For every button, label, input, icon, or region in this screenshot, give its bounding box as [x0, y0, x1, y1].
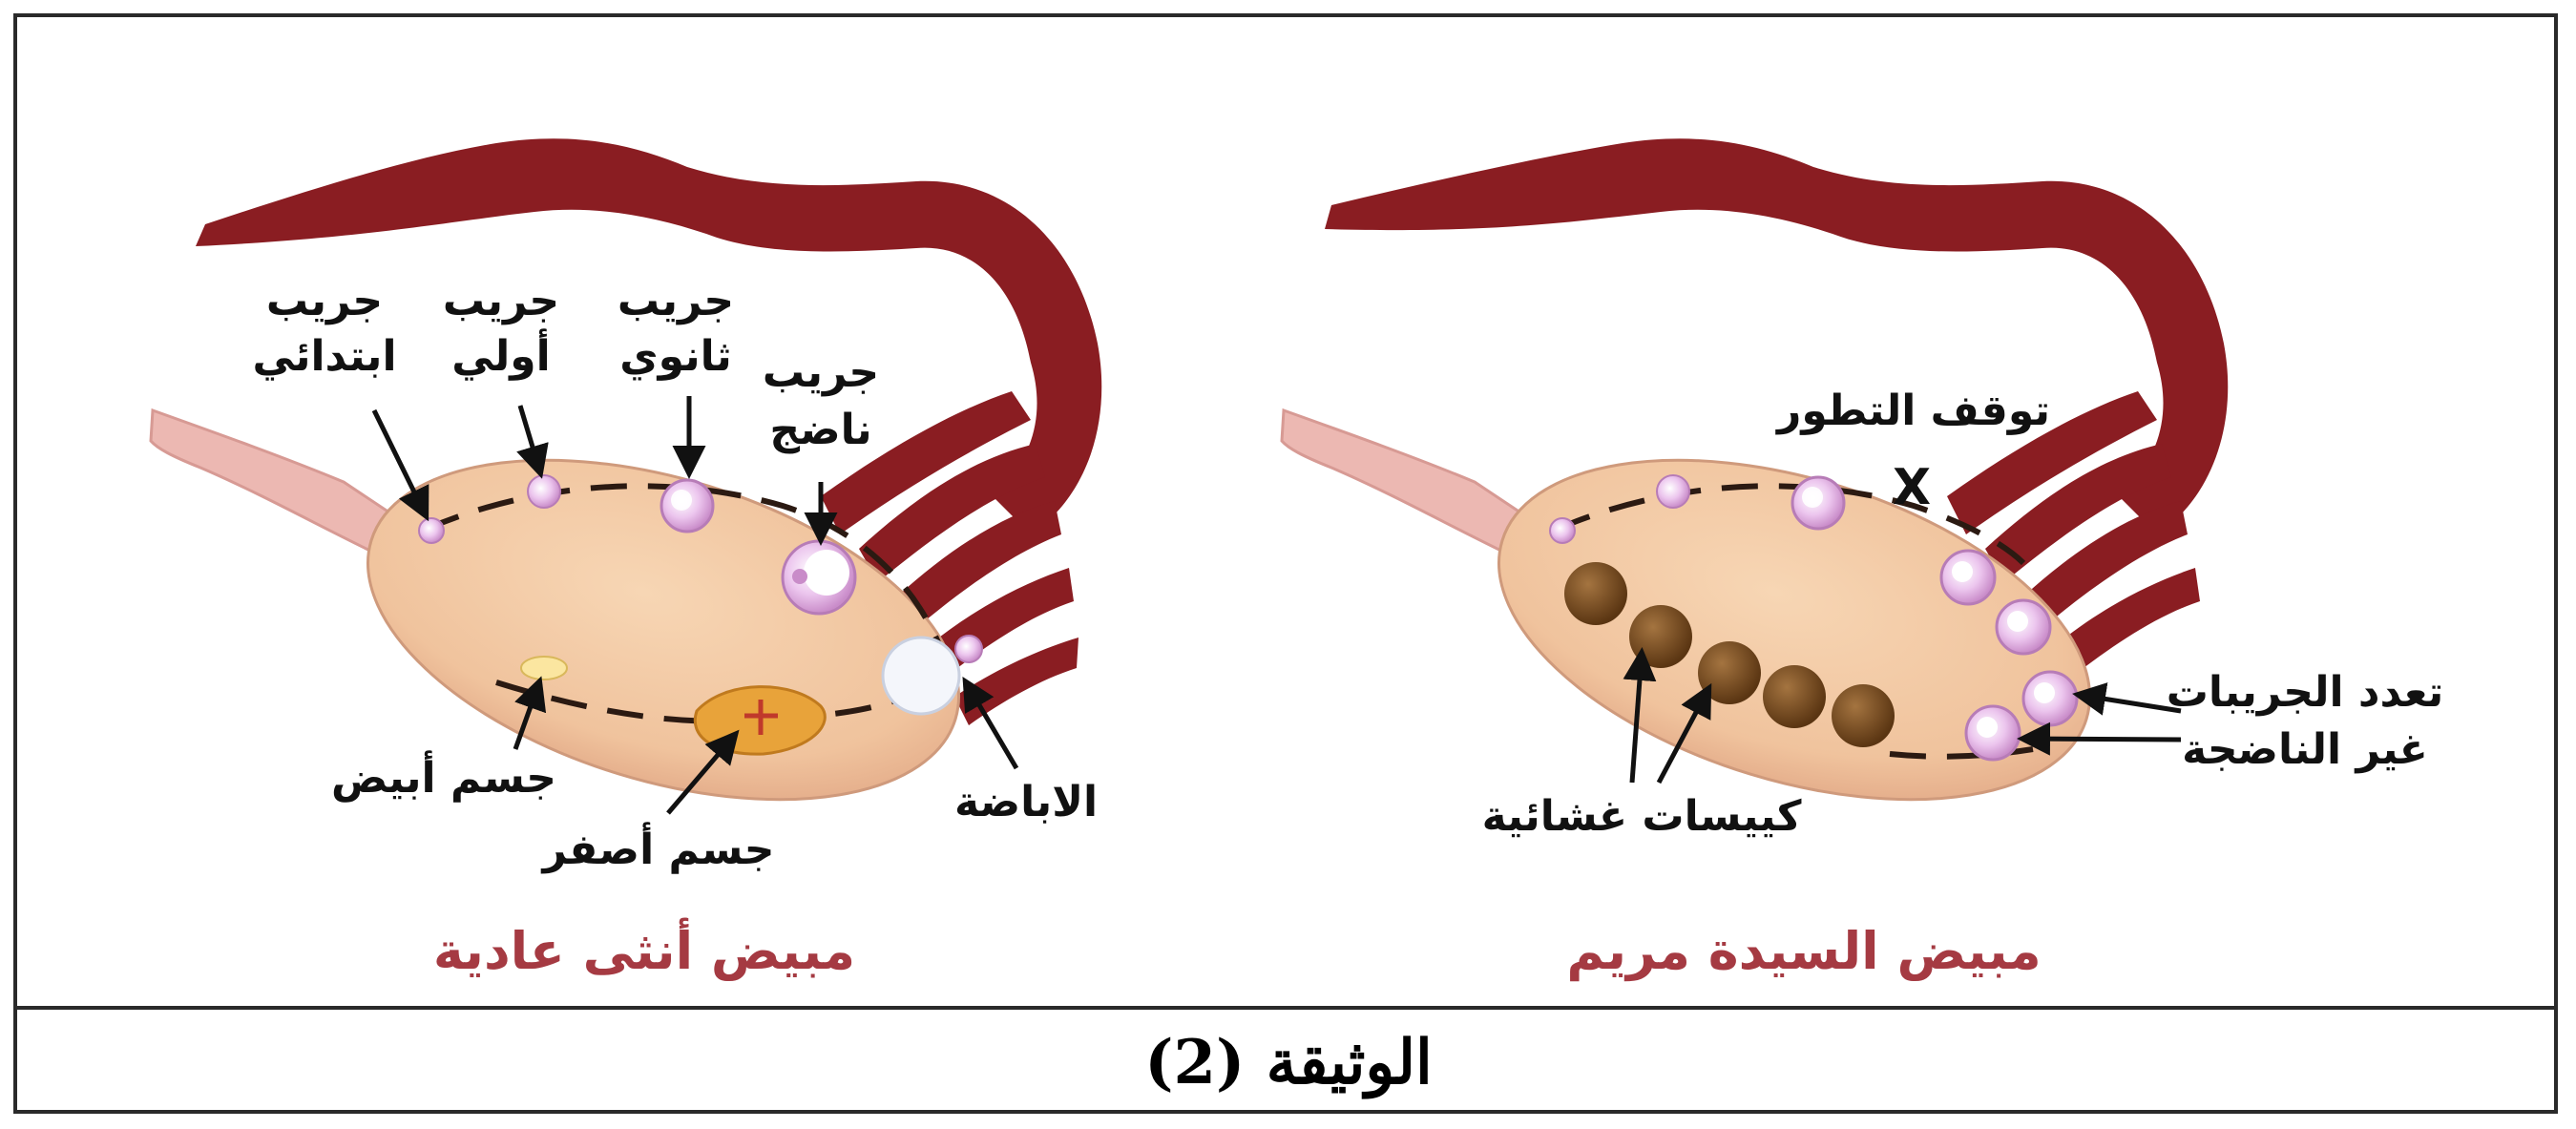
- label-primordial-follicle-1: جريب: [266, 277, 383, 325]
- arrest-x-mark: X: [1893, 459, 1931, 516]
- label-mature-follicle-2: ناضج: [769, 406, 871, 454]
- label-corpus-luteum: جسم أصفر: [541, 822, 775, 874]
- caption-normal-ovary: مبيض أنثى عادية: [433, 917, 855, 982]
- released-oocyte: [955, 636, 982, 662]
- label-multiple-follicles-2: غير الناضجة: [2182, 725, 2428, 774]
- corpus-albicans: [521, 657, 567, 679]
- label-mature-follicle-1: جريب: [763, 348, 879, 397]
- document-title: الوثيقة (2): [1144, 1027, 1433, 1099]
- cyst: [1832, 684, 1895, 747]
- patient-secondary-antrum: [1802, 487, 1823, 508]
- patient-primordial-follicle: [1550, 518, 1575, 543]
- patient-ovarian-ligament: [1282, 410, 1532, 563]
- patient-ovary-panel: X توقف التطور تعدد الجريبات غير الناضجة …: [1282, 138, 2443, 982]
- primordial-follicle: [419, 518, 444, 543]
- label-corpus-albicans: جسم أبيض: [331, 750, 556, 803]
- caption-patient-ovary: مبيض السيدة مريم: [1566, 921, 2041, 982]
- mature-follicle-oocyte: [792, 569, 807, 584]
- label-secondary-follicle-1: جريب: [618, 277, 734, 325]
- label-ovulation: الاباضة: [954, 778, 1098, 826]
- label-primordial-follicle-2: ابتدائي: [252, 332, 396, 381]
- label-multiple-follicles-1: تعدد الجريبات: [2167, 668, 2444, 717]
- secondary-follicle-antrum: [671, 490, 692, 511]
- normal-ovary-panel: جريب ابتدائي جريب أولي جريب ثانوي جريب ن…: [151, 138, 1101, 982]
- label-membranous-cysts: كييسات غشائية: [1482, 792, 1802, 841]
- cyst: [1564, 562, 1627, 625]
- patient-primary-follicle: [1657, 475, 1689, 508]
- cyst: [1763, 665, 1826, 728]
- label-development-arrest: توقف التطور: [1775, 387, 2050, 435]
- mature-follicle-antrum: [804, 550, 849, 596]
- ovarian-ligament: [151, 410, 401, 563]
- label-primary-follicle-1: جريب: [443, 277, 559, 325]
- primary-follicle: [528, 475, 560, 508]
- cyst: [1629, 605, 1692, 668]
- label-primary-follicle-2: أولي: [451, 328, 550, 381]
- ovulating-follicle: [883, 638, 959, 714]
- label-secondary-follicle-2: ثانوي: [619, 332, 731, 381]
